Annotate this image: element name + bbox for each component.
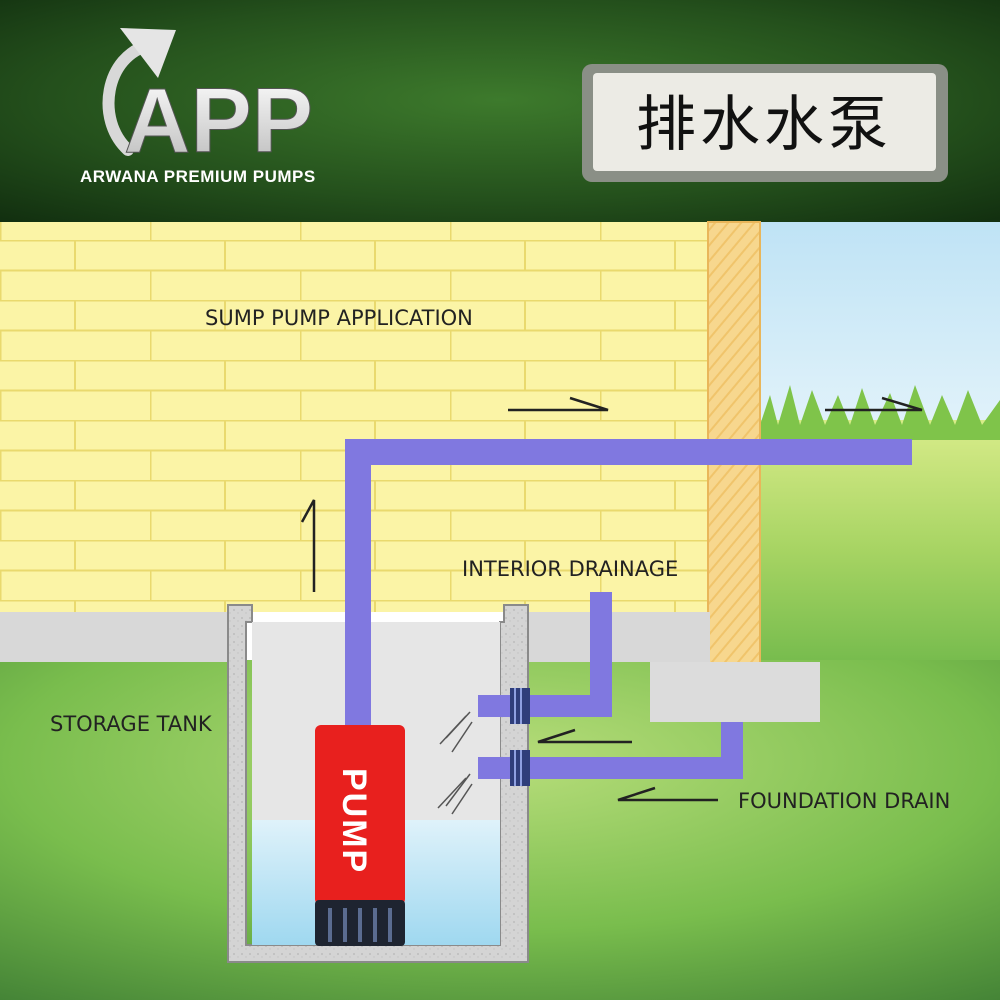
header: APP ARWANA PREMIUM PUMPS 排水水泵 xyxy=(0,0,1000,222)
foundation-drain-label: FOUNDATION DRAIN xyxy=(738,789,950,813)
flow-arrows xyxy=(300,396,923,802)
interior-drainage-label: INTERIOR DRAINAGE xyxy=(462,557,678,581)
application-label: SUMP PUMP APPLICATION xyxy=(205,306,473,330)
pump-label: PUMP xyxy=(335,768,373,874)
arrow-left-interior-icon xyxy=(537,728,632,744)
logo-arrow-icon xyxy=(120,28,176,78)
water-inflow-spray xyxy=(437,711,473,815)
floor-slab-right xyxy=(528,612,710,662)
pump-body xyxy=(315,725,405,905)
arrow-up-icon xyxy=(300,499,316,592)
brand-name: ARWANA PREMIUM PUMPS xyxy=(80,167,316,186)
footing xyxy=(650,662,820,722)
discharge-pipe xyxy=(345,439,912,725)
app-logo: APP ARWANA PREMIUM PUMPS xyxy=(80,28,316,186)
badge-title: 排水水泵 xyxy=(636,90,892,160)
arrow-left-foundation-icon xyxy=(617,786,718,802)
arrow-right-icon xyxy=(508,396,609,412)
arrow-right-outlet-icon xyxy=(825,396,923,412)
title-badge: 排水水泵 xyxy=(582,64,948,182)
logo-text: APP xyxy=(124,70,313,172)
logo-swoosh xyxy=(102,39,156,156)
storage-tank-label: STORAGE TANK xyxy=(50,712,213,736)
badge-background xyxy=(593,73,936,171)
floor-slab-left xyxy=(0,612,230,662)
pipes xyxy=(345,439,912,786)
labels: SUMP PUMP APPLICATION INTERIOR DRAINAGE … xyxy=(50,306,950,813)
pump: PUMP xyxy=(315,725,405,946)
grass-tufts xyxy=(760,385,1000,440)
foundation-drain-pipe xyxy=(478,722,743,779)
